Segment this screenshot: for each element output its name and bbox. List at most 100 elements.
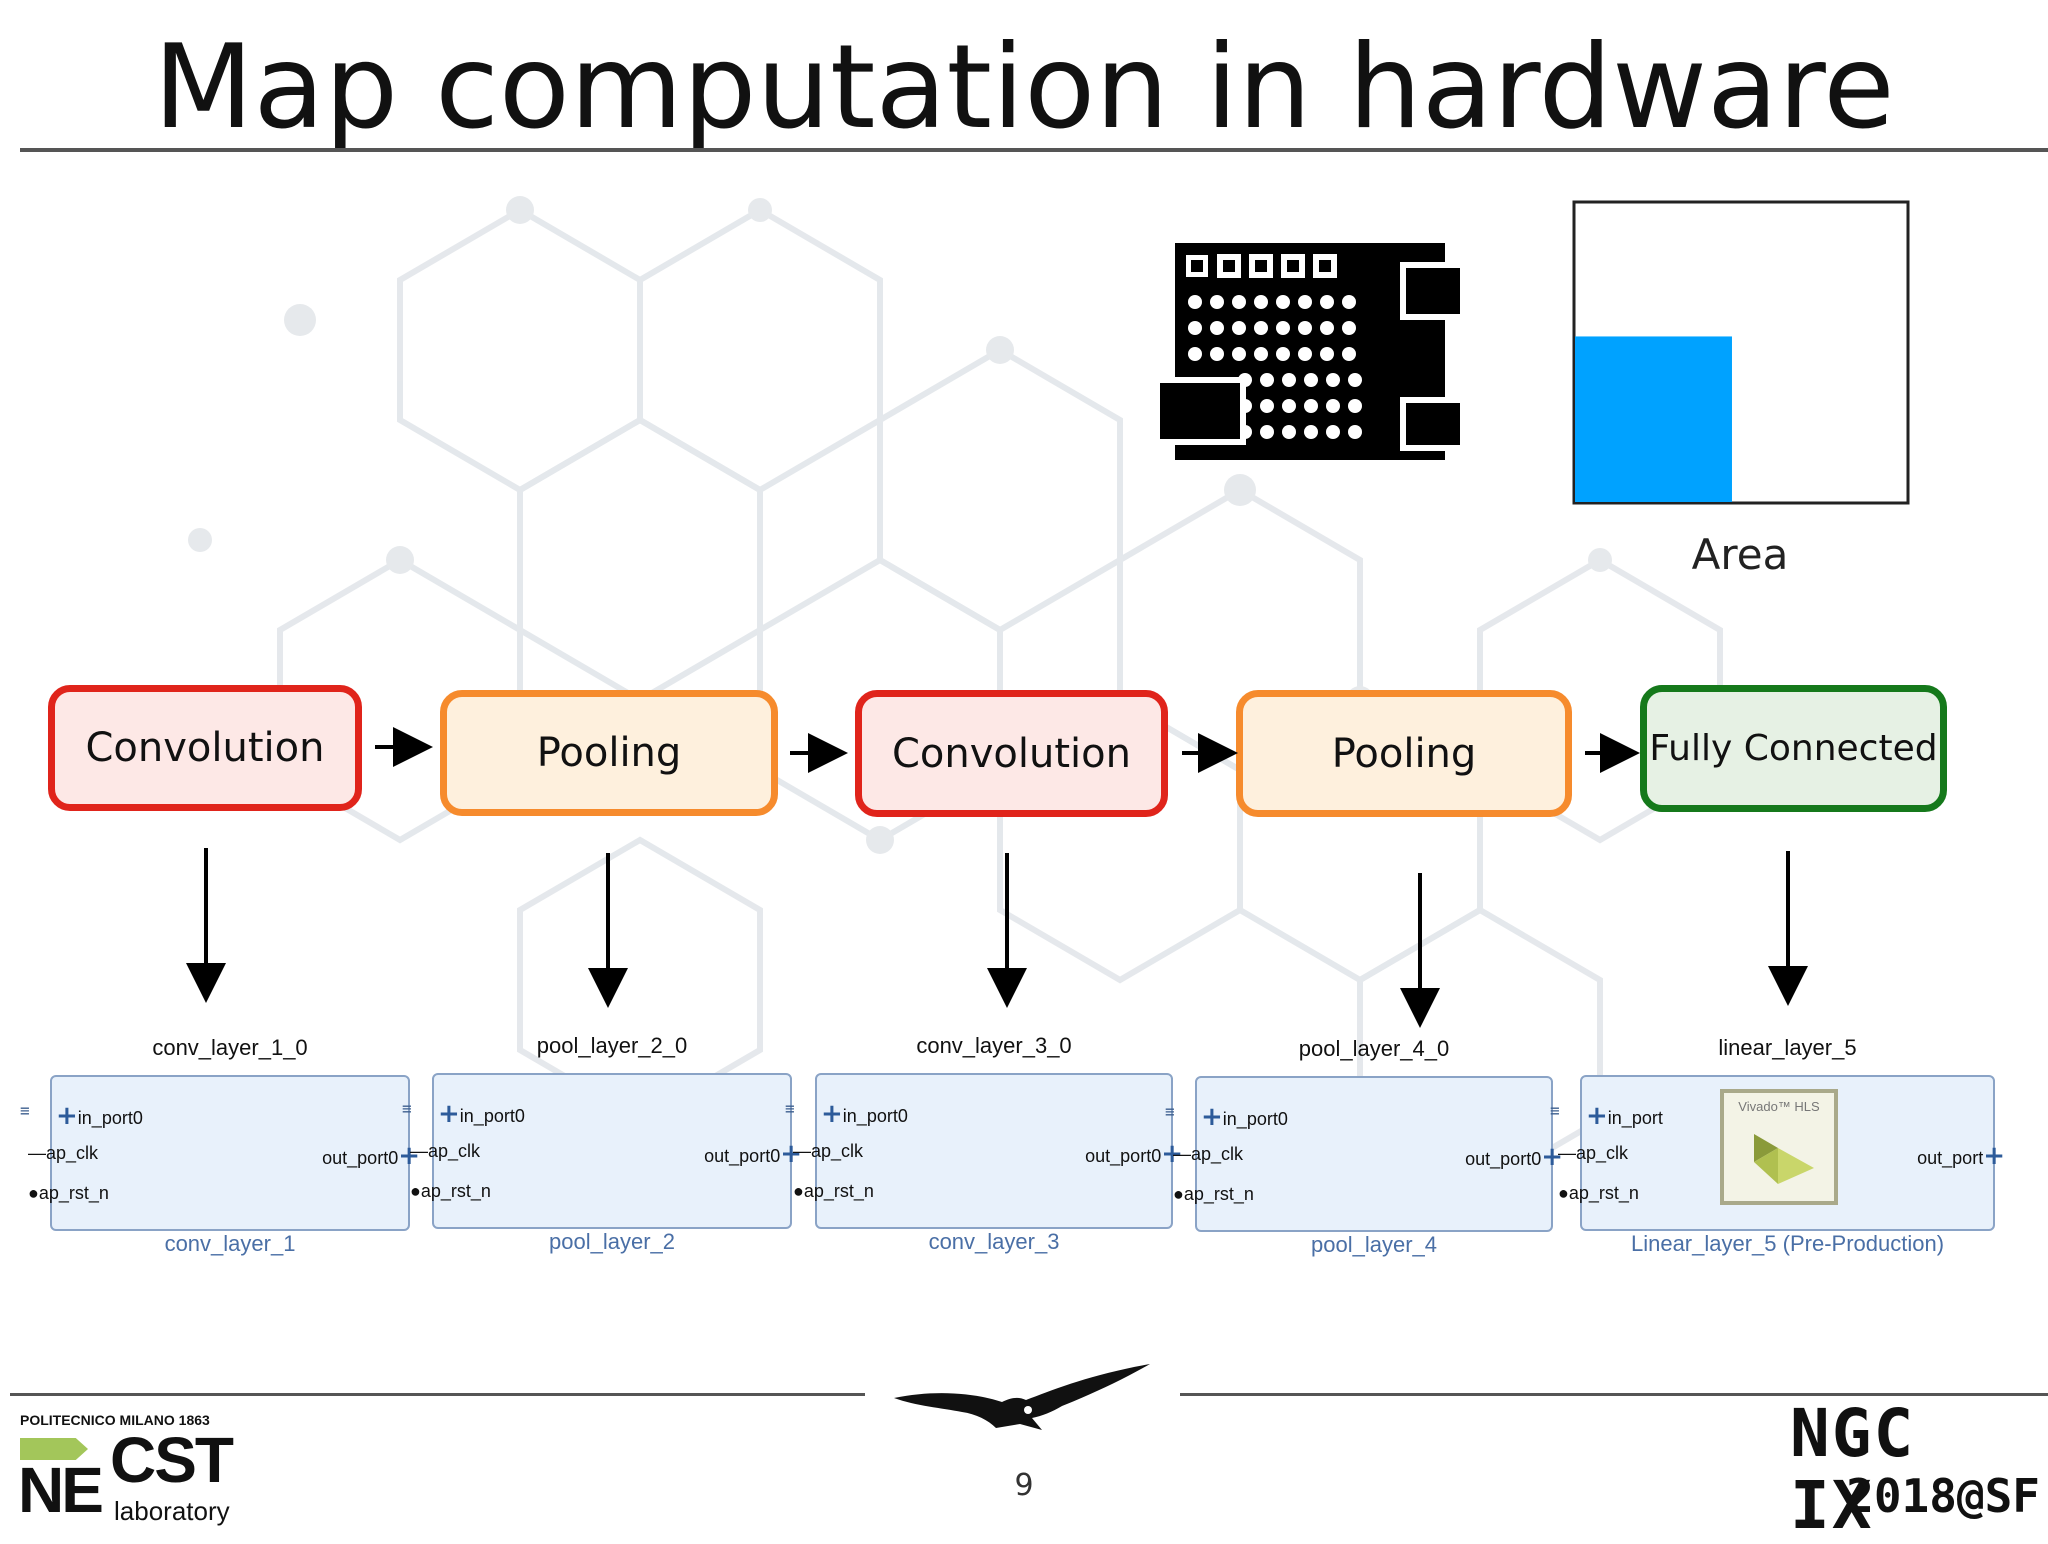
chip-pin bbox=[1254, 295, 1268, 309]
rst-port[interactable]: ●ap_rst_n bbox=[28, 1183, 109, 1204]
stage-label: Pooling bbox=[1331, 730, 1477, 777]
in-port[interactable]: +in_port0 bbox=[438, 1099, 525, 1129]
plus-icon: + bbox=[398, 1141, 420, 1171]
chip-pin bbox=[1210, 321, 1224, 335]
block-module-name: pool_layer_2 bbox=[549, 1229, 675, 1254]
plus-icon: + bbox=[821, 1099, 843, 1129]
footer-divider-left bbox=[10, 1393, 865, 1396]
rst-pin-icon: ● bbox=[1558, 1183, 1569, 1203]
block-instance-name: conv_layer_3_0 bbox=[916, 1033, 1072, 1058]
chip-pin bbox=[1320, 295, 1334, 309]
clk-port[interactable]: —ap_clk bbox=[1173, 1144, 1243, 1165]
bus-interface-icon: ≡ bbox=[1550, 1101, 1560, 1120]
bus-interface-icon: ≡ bbox=[20, 1101, 30, 1120]
stage-fully-connected: Fully Connected bbox=[1640, 685, 1947, 812]
chip-pin bbox=[1326, 373, 1340, 387]
out-port[interactable]: out_port0+ bbox=[704, 1139, 802, 1169]
rst-pin-icon: ● bbox=[28, 1183, 39, 1203]
block-body bbox=[432, 1073, 792, 1229]
out-port-label: out_port0 bbox=[322, 1148, 399, 1168]
chip-pin bbox=[1188, 321, 1202, 335]
ip-block-3[interactable]: conv_layer_3_0 ≡ +in_port0 —ap_clk ●ap_r… bbox=[785, 1033, 1203, 1263]
out-port[interactable]: out_port0+ bbox=[1465, 1142, 1563, 1172]
rst-pin-icon: ● bbox=[793, 1181, 804, 1201]
in-port-label: in_port0 bbox=[459, 1106, 525, 1126]
rst-port-label: ap_rst_n bbox=[420, 1181, 491, 1201]
in-port[interactable]: +in_port0 bbox=[821, 1099, 908, 1129]
chip-pin bbox=[1326, 425, 1340, 439]
ip-block-2[interactable]: pool_layer_2_0 ≡ +in_port0 —ap_clk ●ap_r… bbox=[402, 1033, 822, 1263]
clk-port[interactable]: —ap_clk bbox=[793, 1141, 863, 1162]
chip-pin bbox=[1304, 373, 1318, 387]
chip-pin bbox=[1320, 321, 1334, 335]
out-port-label: out_port bbox=[1917, 1148, 1984, 1168]
plus-icon: + bbox=[1541, 1142, 1563, 1172]
clk-pin-icon: — bbox=[410, 1141, 428, 1161]
rst-port-label: ap_rst_n bbox=[1183, 1184, 1254, 1204]
in-port-label: in_port0 bbox=[1222, 1109, 1288, 1129]
stage-convolution-2: Convolution bbox=[855, 690, 1168, 817]
ip-block-4[interactable]: pool_layer_4_0 ≡ +in_port0 —ap_clk ●ap_r… bbox=[1165, 1036, 1583, 1266]
chip-pin bbox=[1304, 399, 1318, 413]
condor-logo bbox=[894, 1364, 1150, 1430]
chip-pin bbox=[1254, 347, 1268, 361]
plus-icon: + bbox=[56, 1101, 78, 1131]
vivado-logo-icon bbox=[1754, 1134, 1814, 1184]
stage-convolution-1: Convolution bbox=[48, 685, 362, 811]
vivado-badge-text: Vivado™ HLS bbox=[1738, 1099, 1820, 1114]
area-chart bbox=[1572, 200, 1910, 505]
plus-icon: + bbox=[438, 1099, 460, 1129]
clk-port[interactable]: —ap_clk bbox=[28, 1143, 98, 1164]
block-body bbox=[815, 1073, 1173, 1229]
chip-pin bbox=[1282, 399, 1296, 413]
in-port[interactable]: +in_port bbox=[1586, 1101, 1663, 1131]
clk-port-label: ap_clk bbox=[1191, 1144, 1244, 1164]
plus-icon: + bbox=[1201, 1102, 1223, 1132]
out-port[interactable]: out_port0+ bbox=[1085, 1139, 1183, 1169]
out-port[interactable]: out_port0+ bbox=[322, 1141, 420, 1171]
in-port[interactable]: +in_port0 bbox=[56, 1101, 143, 1131]
rst-port[interactable]: ●ap_rst_n bbox=[793, 1181, 874, 1202]
chip-pin bbox=[1298, 295, 1312, 309]
clk-pin-icon: — bbox=[1558, 1143, 1576, 1163]
chip-pin bbox=[1342, 347, 1356, 361]
footer-divider-right bbox=[1180, 1393, 2048, 1396]
block-instance-name: pool_layer_4_0 bbox=[1298, 1036, 1450, 1061]
necst-logo: POLITECNICO MILANO 1863 NE CST laborator… bbox=[18, 1412, 258, 1532]
logo-cst: CST bbox=[110, 1424, 234, 1496]
out-port-label: out_port0 bbox=[1465, 1149, 1542, 1169]
ngc-line2: 2018@SF bbox=[1846, 1469, 2040, 1523]
bus-interface-icon: ≡ bbox=[402, 1099, 412, 1118]
title-divider bbox=[20, 148, 2048, 152]
chip-pin bbox=[1232, 347, 1246, 361]
plus-icon: + bbox=[1161, 1139, 1183, 1169]
stage-label: Convolution bbox=[892, 730, 1131, 777]
rst-port[interactable]: ●ap_rst_n bbox=[410, 1181, 491, 1202]
in-port[interactable]: +in_port0 bbox=[1201, 1102, 1288, 1132]
rst-pin-icon: ● bbox=[1173, 1184, 1184, 1204]
rst-port[interactable]: ●ap_rst_n bbox=[1558, 1183, 1639, 1204]
chip-pin bbox=[1232, 295, 1246, 309]
out-port-label: out_port0 bbox=[1085, 1146, 1162, 1166]
ip-block-1[interactable]: conv_layer_1_0 ≡ +in_port0 —ap_clk ●ap_r… bbox=[20, 1035, 440, 1265]
chip-pin bbox=[1298, 321, 1312, 335]
page-title: Map computation in hardware bbox=[153, 20, 1895, 155]
ip-block-5[interactable]: linear_layer_5 ≡ +in_port —ap_clk ●ap_rs… bbox=[1550, 1035, 2025, 1265]
out-port[interactable]: out_port+ bbox=[1917, 1141, 2005, 1171]
block-module-name: conv_layer_3 bbox=[928, 1229, 1060, 1254]
clk-port[interactable]: —ap_clk bbox=[1558, 1143, 1628, 1164]
clk-port[interactable]: —ap_clk bbox=[410, 1141, 480, 1162]
chip-pin bbox=[1260, 399, 1274, 413]
chip-pin bbox=[1276, 295, 1290, 309]
block-module-name: pool_layer_4 bbox=[1311, 1232, 1437, 1257]
clk-port-label: ap_clk bbox=[428, 1141, 481, 1161]
in-port-label: in_port0 bbox=[77, 1108, 143, 1128]
rst-port-label: ap_rst_n bbox=[1568, 1183, 1639, 1203]
bus-interface-icon: ≡ bbox=[1165, 1102, 1175, 1121]
chip-pin bbox=[1320, 347, 1334, 361]
stage-pooling-1: Pooling bbox=[440, 690, 778, 816]
stage-label: Fully Connected bbox=[1649, 728, 1938, 769]
chip-pin bbox=[1342, 295, 1356, 309]
rst-port[interactable]: ●ap_rst_n bbox=[1173, 1184, 1254, 1205]
in-port-label: in_port bbox=[1607, 1108, 1663, 1128]
